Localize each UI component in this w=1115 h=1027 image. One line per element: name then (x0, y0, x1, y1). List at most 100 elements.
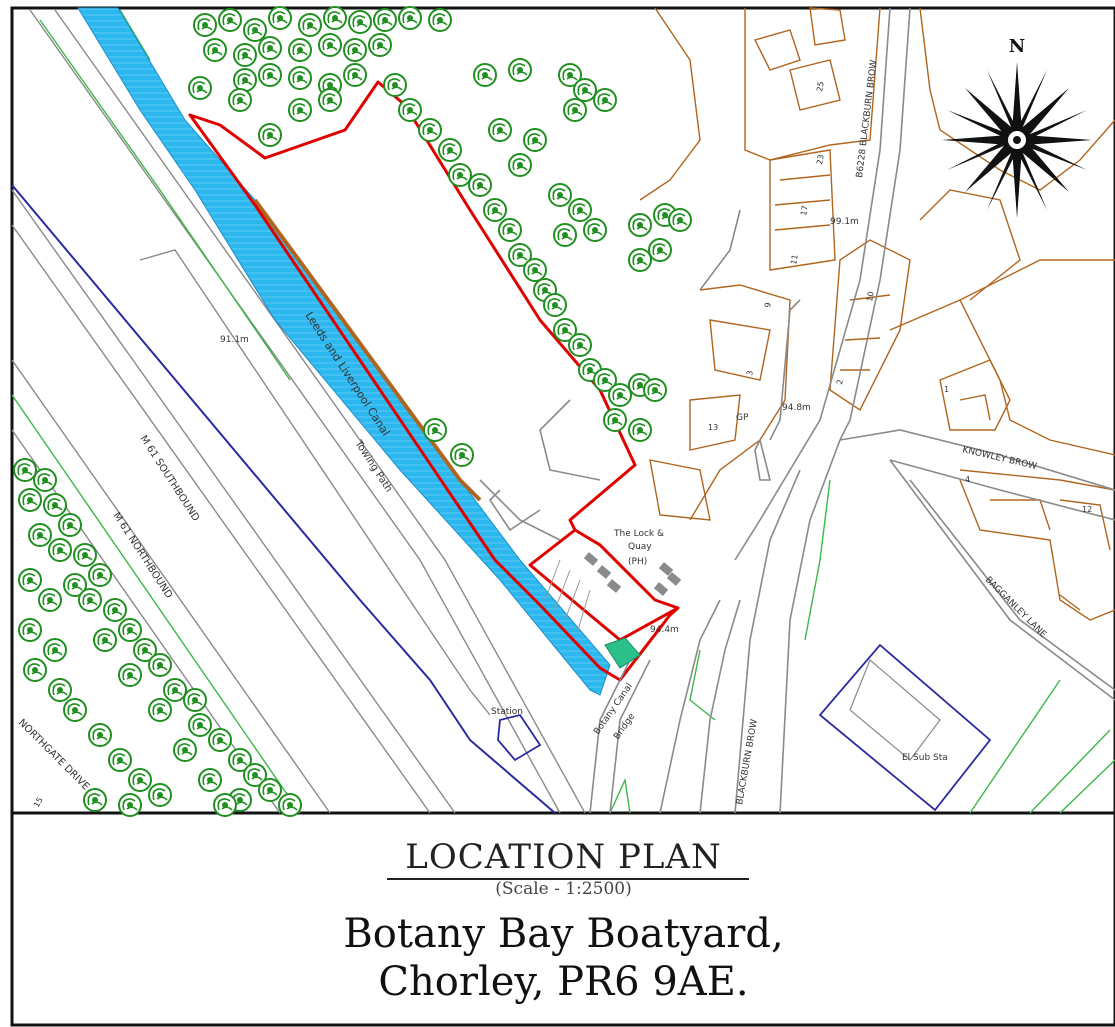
tree-icon (118, 663, 142, 687)
address-line-1: Botany Bay Boatyard, (343, 911, 784, 957)
tree-icon (368, 33, 392, 57)
house-number: 10 (865, 291, 876, 303)
tree-icon (423, 418, 447, 442)
house-number: 4 (965, 475, 970, 484)
tree-icon (508, 153, 532, 177)
tree-icon (643, 378, 667, 402)
tree-icon (628, 418, 652, 442)
tree-icon (188, 713, 212, 737)
tree-icon (258, 63, 282, 87)
tree-icon (258, 778, 282, 802)
tree-icon (28, 523, 52, 547)
tree-icon (523, 128, 547, 152)
north-label: N (1009, 36, 1025, 57)
tree-icon (73, 543, 97, 567)
green-structure (604, 637, 641, 669)
level-948-label: 94.8m (782, 403, 811, 413)
house-number: 17 (799, 205, 810, 217)
house-number: 23 (815, 154, 826, 166)
car-park-vehicles (583, 552, 682, 596)
pub-label-line3: (PH) (628, 557, 647, 567)
tree-icon (78, 588, 102, 612)
substation-inner (849, 658, 941, 761)
tree-icon (118, 618, 142, 642)
tree-icon (18, 568, 42, 592)
tree-icon (603, 408, 627, 432)
station-label: Station (491, 707, 523, 717)
tree-icon (498, 218, 522, 242)
pub-label-line2: Quay (628, 542, 652, 552)
tree-icon (268, 6, 292, 30)
tree-icon (323, 6, 347, 30)
tree-icon (258, 123, 282, 147)
tree-icon (33, 468, 57, 492)
tree-icon (258, 36, 282, 60)
tree-icon (563, 98, 587, 122)
tree-icon (583, 218, 607, 242)
tree-icon (88, 723, 112, 747)
tree-icon (208, 728, 232, 752)
house-number: 15 (32, 796, 45, 809)
house-number: 25 (815, 81, 826, 93)
tree-icon (13, 458, 37, 482)
tree-icon (108, 748, 132, 772)
tree-icon (543, 293, 567, 317)
tree-icon (38, 588, 62, 612)
tree-icon (103, 598, 127, 622)
house-numbers: 25 23 17 11 9 3 13 10 2 1 4 12 15 (32, 81, 1092, 809)
tree-icon (148, 698, 172, 722)
tree-icon (668, 208, 692, 232)
level-small-label: 94.4m (650, 625, 679, 635)
map-area: N Leeds and Liverpool Canal Towing Path … (11, 6, 1115, 817)
knowley-brow-label: KNOWLEY BROW (961, 445, 1037, 472)
site-boundary (188, 80, 680, 682)
tree-icon (298, 13, 322, 37)
tree-icon (83, 788, 107, 812)
tree-icon (58, 513, 82, 537)
tree-icon (398, 98, 422, 122)
tree-icon (118, 793, 142, 817)
tree-icon (398, 6, 422, 30)
tree-icon (318, 88, 342, 112)
tree-icon (43, 638, 67, 662)
tree-icon (288, 98, 312, 122)
canal-water (77, 7, 611, 696)
title-underline (387, 878, 749, 880)
tree-icon (628, 213, 652, 237)
m61-northbound-label: M 61 NORTHBOUND (110, 511, 174, 601)
tree-icon (383, 73, 407, 97)
tree-icon (373, 8, 397, 32)
house-number: 9 (763, 302, 773, 309)
sheet-border (10, 6, 1115, 1027)
address-line-2: Chorley, PR6 9AE. (378, 959, 749, 1005)
tree-icon (648, 238, 672, 262)
b6228-label: B6228 BLACKBURN BROW (855, 59, 879, 178)
tree-icon (173, 738, 197, 762)
tree-icon (348, 10, 372, 34)
tree-icon (148, 653, 172, 677)
bagganley-lane-label: BAGGANLEY LANE (983, 575, 1048, 640)
site-address: Botany Bay Boatyard, Chorley, PR6 9AE. (12, 910, 1115, 1006)
green-boundaries (11, 9, 1115, 814)
tree-icon (288, 66, 312, 90)
tree-icon (428, 8, 452, 32)
tree-icon (93, 628, 117, 652)
tree-icon (278, 793, 302, 817)
tree-icon (548, 183, 572, 207)
tree-icon (418, 118, 442, 142)
tree-icon (48, 538, 72, 562)
tree-icon (48, 678, 72, 702)
tree-icon (468, 173, 492, 197)
tree-icon (483, 198, 507, 222)
building-outlines (639, 7, 1115, 621)
north-compass-icon (942, 62, 1092, 218)
parking-bays (544, 559, 591, 631)
tree-icon (243, 18, 267, 42)
house-number: 12 (1082, 505, 1092, 514)
towpath-edge (253, 198, 482, 502)
tree-icon (318, 33, 342, 57)
tree-icon (213, 793, 237, 817)
tree-icon (343, 38, 367, 62)
